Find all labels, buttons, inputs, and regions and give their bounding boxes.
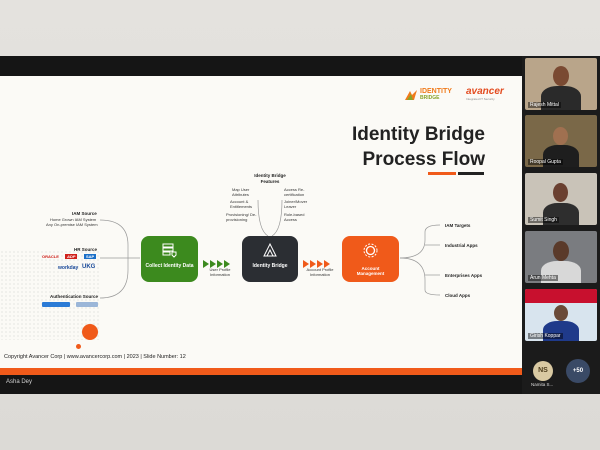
ukg-logo: UKG xyxy=(82,264,96,270)
auth-provider-logo xyxy=(76,302,98,307)
decorative-dot-pattern xyxy=(0,250,100,340)
account-management-label: Account Management xyxy=(356,266,385,276)
feature-access-recertification: Access Re-certification xyxy=(284,187,305,197)
auth-source-title: Authentication Source xyxy=(50,294,99,299)
target-enterprise-apps: Enterprises Apps xyxy=(445,273,483,278)
gear-icon xyxy=(363,243,378,258)
participant-tile[interactable]: Roopal Gupta xyxy=(525,115,597,167)
feature-account-entitlements: Account & Entitlements xyxy=(230,199,253,209)
participant-name: Arun Mehta xyxy=(528,275,558,281)
participant-name: Sumit Singh xyxy=(528,217,559,223)
iam-source-title: IAM Source xyxy=(72,211,97,216)
more-participants-button[interactable]: +50 xyxy=(566,359,590,383)
target-iam: IAM Targets xyxy=(445,223,471,228)
feature-role-based-access: Role-based Access xyxy=(284,212,305,222)
feature-joiner-mover-leaver: Joiner/Mover Leaver xyxy=(284,199,308,209)
identity-bridge-logo-icon xyxy=(405,89,417,100)
bridge-logo-icon xyxy=(263,242,277,257)
slide-title-line-2: Process Flow xyxy=(362,149,486,170)
sap-logo: SAP xyxy=(84,254,97,259)
slide-title-line-1: Identity Bridge xyxy=(351,124,485,145)
identity-bridge-label: Identity Bridge xyxy=(252,263,288,269)
user-profile-info-label: User Profile Information xyxy=(209,267,231,277)
participant-initials-avatar[interactable]: NS xyxy=(533,361,553,381)
presenter-name: Asha Dey xyxy=(6,379,33,385)
collect-identity-data-box: Collect Identity Data xyxy=(141,236,198,282)
features-title: Identity Bridge Features xyxy=(254,173,286,184)
workday-logo: workday xyxy=(58,265,79,271)
identity-bridge-logo-text-2: BRIDGE xyxy=(420,95,440,101)
participant-tile[interactable]: Rajesh Mittal xyxy=(525,58,597,110)
participant-tile[interactable]: Sumit Singh xyxy=(525,173,597,225)
orange-chevrons xyxy=(303,255,331,273)
collect-identity-data-label: Collect Identity Data xyxy=(145,263,194,269)
screen-share-top-bar xyxy=(0,56,600,76)
identity-bridge-logo-text-1: IDENTITY xyxy=(420,88,452,95)
participant-name: Girish Koppar xyxy=(528,333,563,339)
target-industrial-apps: Industrial Apps xyxy=(445,243,478,248)
decorative-orange-dot xyxy=(76,344,81,349)
account-profile-info-label: Account Profile Information xyxy=(306,267,334,277)
slide-footer-bar xyxy=(0,368,522,375)
avancer-logo: avancer Integrated IT Security xyxy=(466,86,504,101)
feature-map-user-attributes: Map User Attributes xyxy=(232,187,250,197)
database-shield-icon xyxy=(162,243,177,258)
target-cloud-apps: Cloud Apps xyxy=(445,293,471,298)
oracle-logo: ORACLE xyxy=(42,254,59,259)
title-underline-dark xyxy=(458,172,484,175)
participant-name: Rajesh Mittal xyxy=(528,102,561,108)
screen-share-bottom-bar xyxy=(0,375,600,394)
iam-source-line-2: Any On-premise IAM System xyxy=(46,222,98,227)
hr-source-title: HR Source xyxy=(74,247,98,252)
participant-initials-name: Namita S... xyxy=(531,382,554,387)
azure-logo xyxy=(42,302,70,307)
feature-provisioning: Provisioning/ De-provisioning xyxy=(226,212,257,222)
identity-bridge-box: Identity Bridge xyxy=(242,236,298,282)
adp-logo: ADP xyxy=(65,254,78,259)
title-underline-orange xyxy=(428,172,456,175)
participant-tile[interactable]: Girish Koppar xyxy=(525,289,597,341)
participant-tile[interactable]: Arun Mehta xyxy=(525,231,597,283)
green-chevrons xyxy=(203,255,231,273)
participant-name: Roopal Gupta xyxy=(528,159,563,165)
account-management-box: Account Management xyxy=(342,236,399,282)
decorative-orange-circle xyxy=(82,324,98,340)
identity-bridge-logo: IDENTITY BRIDGE xyxy=(404,88,452,101)
slide-copyright: Copyright Avancer Corp | www.avancercorp… xyxy=(4,354,186,360)
avancer-logo-tagline: Integrated IT Security xyxy=(466,97,495,101)
iam-source-line-1: Home Grown IAM System xyxy=(50,217,97,222)
avancer-logo-text: avancer xyxy=(466,86,504,97)
